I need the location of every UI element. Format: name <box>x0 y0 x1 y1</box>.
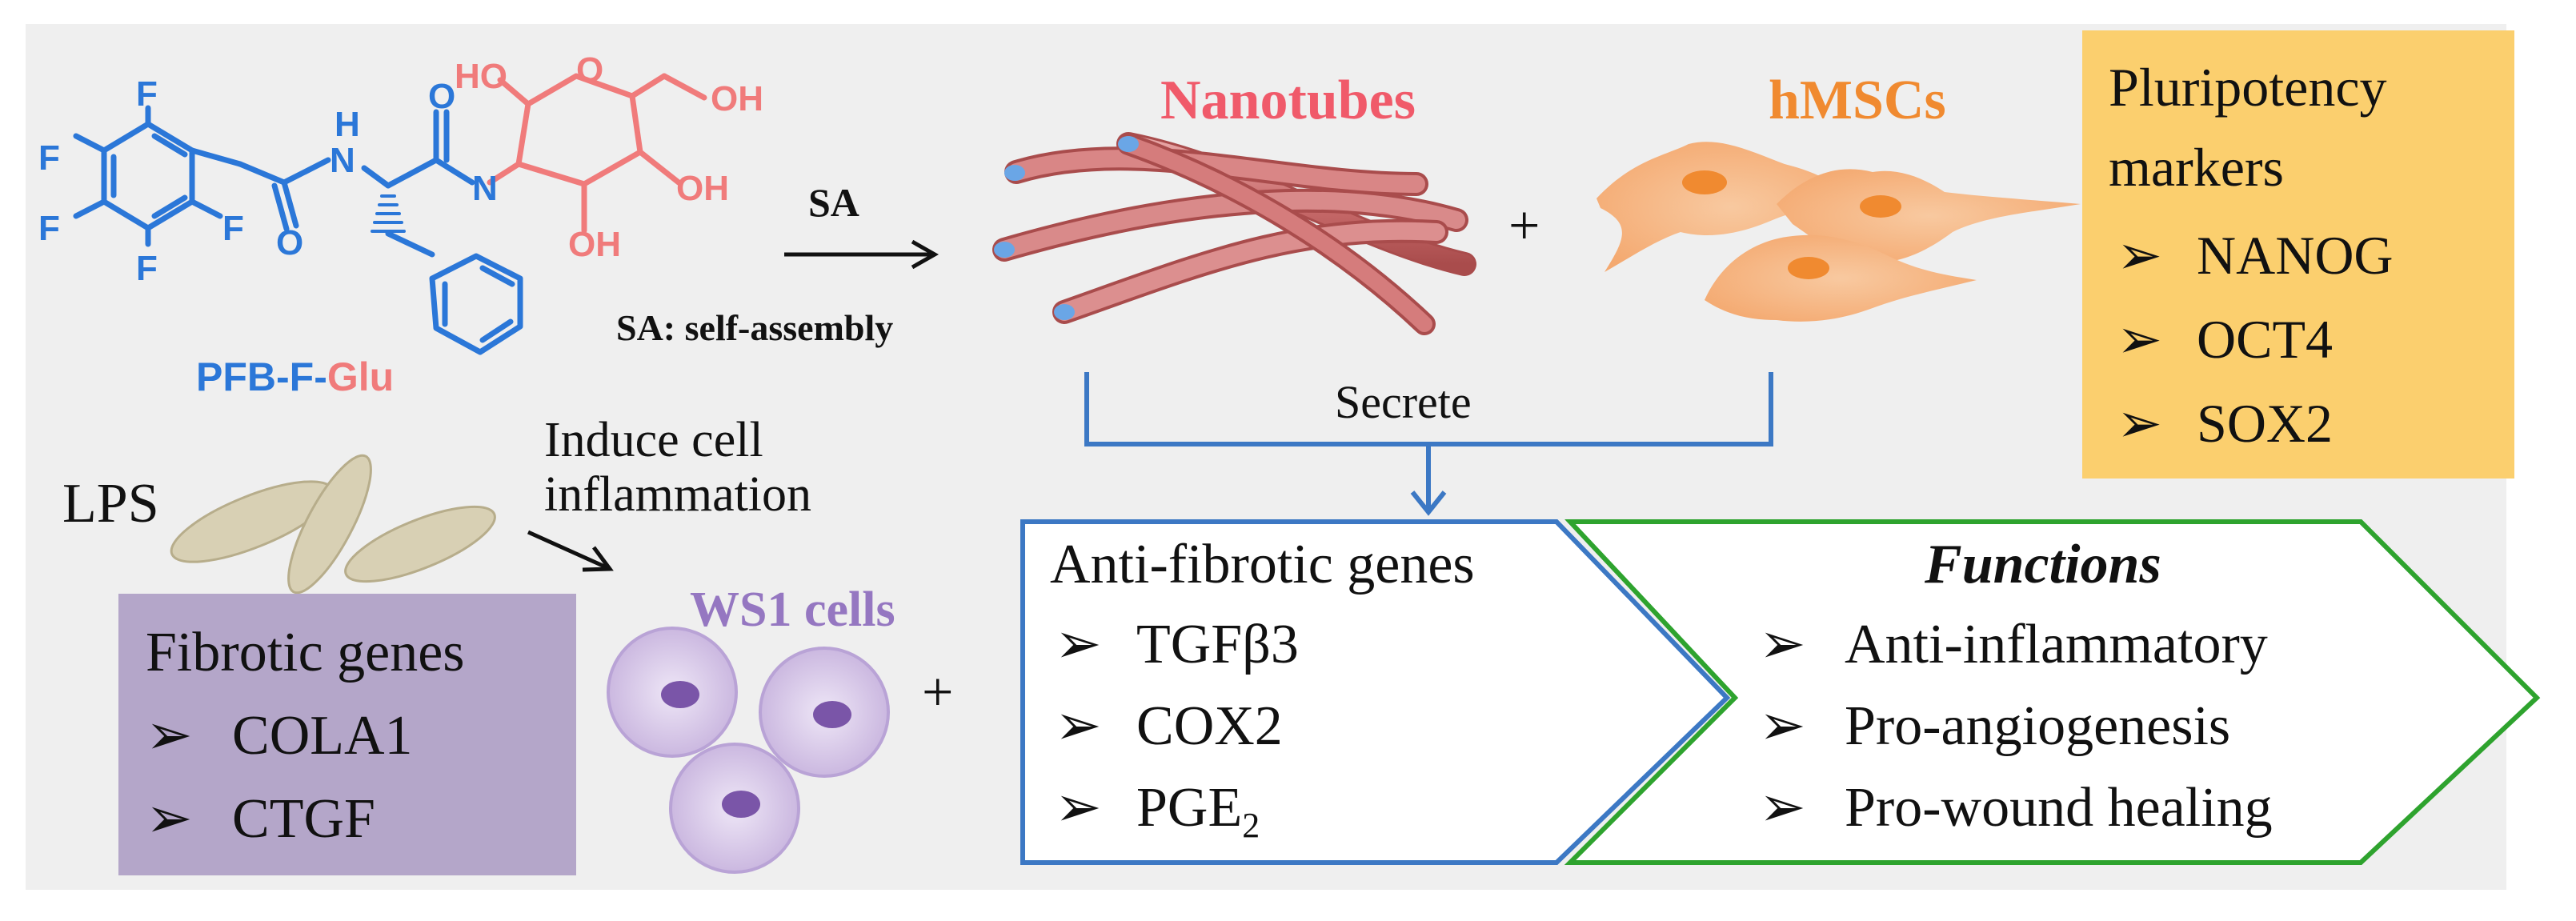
bullet-arrow-icon: ➢ <box>2117 225 2162 286</box>
name-part-pfb: PFB <box>196 354 276 399</box>
nanotube-bundle <box>992 132 1476 335</box>
hmsc-cells <box>1596 142 2081 322</box>
function-item: Anti-inflammatory <box>1845 614 2268 675</box>
sa-arrow <box>784 239 939 270</box>
antifibrotic-list: Anti-fibrotic genes ➢ TGFβ3 ➢ COX2 ➢ PGE… <box>1050 534 1475 845</box>
name-part-glu: Glu <box>327 354 394 399</box>
bullet-arrow-icon: ➢ <box>1055 614 1102 675</box>
induce-line2: inflammation <box>544 467 811 522</box>
atom-ho: HO <box>455 57 507 96</box>
atom-f: F <box>38 209 60 248</box>
antifibrotic-item: TGFβ3 <box>1136 614 1299 675</box>
function-item: Pro-wound healing <box>1845 777 2273 839</box>
atom-o: O <box>428 77 455 116</box>
molecule-atom-labels: F F F F F O H N O N HO O OH OH OH <box>38 50 763 288</box>
induce-text: Induce cell inflammation <box>544 413 811 522</box>
atom-o: O <box>576 50 603 90</box>
functions-list: Functions ➢ Anti-inflammatory ➢ Pro-angi… <box>1759 534 2273 839</box>
bullet-arrow-icon: ➢ <box>146 788 193 850</box>
fibrotic-item: CTGF <box>232 788 375 850</box>
atom-oh: OH <box>711 79 763 118</box>
fibrotic-item: COLA1 <box>232 705 413 767</box>
functions-title: Functions <box>1924 534 2161 595</box>
function-item: Pro-angiogenesis <box>1845 695 2230 757</box>
atom-n: N <box>472 169 498 208</box>
antifibrotic-item: COX2 <box>1136 695 1283 757</box>
bullet-arrow-icon: ➢ <box>1759 777 1806 839</box>
ws1-cells <box>607 627 890 874</box>
bullet-arrow-icon: ➢ <box>2117 309 2162 370</box>
atom-oh: OH <box>676 169 729 208</box>
lps-bacteria <box>170 454 496 595</box>
sa-note: SA: self-assembly <box>616 307 893 348</box>
molecule-structure <box>73 73 707 355</box>
functions-chevron <box>1564 519 2541 865</box>
ws1-title: WS1 cells <box>690 583 895 637</box>
bullet-arrow-icon: ➢ <box>1759 695 1806 757</box>
sa-label: SA <box>808 180 859 225</box>
induce-arrow <box>527 530 614 572</box>
atom-f: F <box>136 74 158 114</box>
pluripotency-box <box>2082 30 2514 479</box>
bullet-arrow-icon: ➢ <box>1055 777 1102 839</box>
fibrotic-box <box>118 594 576 875</box>
secrete-bracket <box>1084 372 1773 516</box>
pluripotency-title-line1: Pluripotency <box>2109 57 2387 118</box>
bullet-arrow-icon: ➢ <box>1759 614 1806 675</box>
phenyl-ring <box>385 230 523 355</box>
induce-line1: Induce cell <box>544 413 763 467</box>
fibrotic-list: Fibrotic genes ➢ COLA1 ➢ CTGF <box>146 622 465 850</box>
atom-f: F <box>136 249 158 288</box>
pluripotency-item: OCT4 <box>2197 309 2333 370</box>
atom-h: H <box>335 105 360 144</box>
plus-sign: + <box>922 662 953 723</box>
pluripotency-item: NANOG <box>2197 225 2394 286</box>
plus-sign: + <box>1508 195 1540 257</box>
atom-o: O <box>276 223 303 262</box>
molecule-name: PFB-F-Glu <box>196 354 394 399</box>
bullet-arrow-icon: ➢ <box>1055 695 1102 757</box>
atom-oh: OH <box>568 225 621 264</box>
bullet-arrow-icon: ➢ <box>146 705 193 767</box>
pluripotency-item: SOX2 <box>2197 393 2333 454</box>
antifibrotic-chevron <box>1020 519 1731 865</box>
atom-f: F <box>38 138 60 178</box>
fibrotic-title: Fibrotic genes <box>146 622 465 683</box>
stereo-bond <box>371 194 406 233</box>
pluripotency-title-line2: markers <box>2109 137 2284 198</box>
antifibrotic-item: PGE2 <box>1136 777 1260 845</box>
hmscs-title: hMSCs <box>1769 70 1946 131</box>
lps-label: LPS <box>62 473 159 535</box>
pentafluorobenzyl-ring <box>73 105 475 247</box>
atom-n: N <box>330 141 355 180</box>
name-part-f: -F- <box>276 354 327 399</box>
antifibrotic-title: Anti-fibrotic genes <box>1050 534 1475 595</box>
pge-base: PGE <box>1136 777 1242 839</box>
glucose-ring <box>487 73 707 234</box>
atom-f: F <box>222 209 244 248</box>
nanotubes-title: Nanotubes <box>1160 70 1416 131</box>
pluripotency-list: Pluripotency markers ➢ NANOG ➢ OCT4 ➢ SO… <box>2109 57 2394 454</box>
pge-subscript: 2 <box>1242 806 1260 845</box>
secrete-label: Secrete <box>1335 376 1472 428</box>
bullet-arrow-icon: ➢ <box>2117 393 2162 454</box>
